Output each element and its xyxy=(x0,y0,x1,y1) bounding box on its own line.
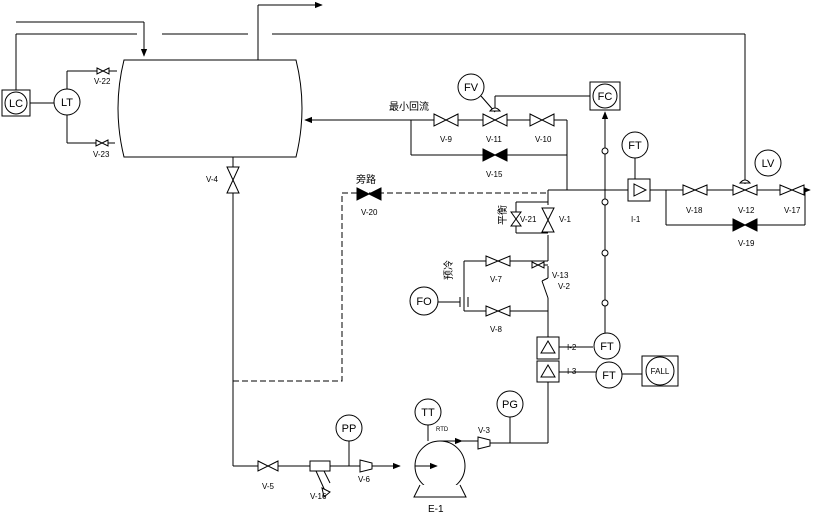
svg-text:FT: FT xyxy=(628,140,642,152)
fall-alarm: FALL xyxy=(641,355,679,387)
label-v21: V-21 xyxy=(520,215,537,224)
lc-controller: LC xyxy=(1,89,31,117)
label-v16: V-16 xyxy=(310,492,327,501)
check-valve-v2[interactable] xyxy=(541,266,549,299)
valve-v8[interactable] xyxy=(485,305,511,317)
svg-text:FV: FV xyxy=(464,82,479,94)
valve-v23[interactable] xyxy=(95,139,109,147)
label-e1: E-1 xyxy=(428,504,444,515)
svg-text:FC: FC xyxy=(598,91,613,103)
fv-actuator: FV xyxy=(457,73,496,113)
flow-element-i2 xyxy=(536,336,560,360)
note-min-return: 最小回流 xyxy=(389,100,429,113)
label-v11: V-11 xyxy=(486,135,502,144)
lv-actuator: LV xyxy=(754,149,782,177)
label-v18: V-18 xyxy=(686,206,703,215)
label-rtd: RTD xyxy=(436,427,449,433)
svg-text:FT: FT xyxy=(602,370,616,382)
label-v10: V-10 xyxy=(535,135,552,144)
signal-line-fc xyxy=(601,111,609,333)
flow-element-i3 xyxy=(536,360,560,383)
pump-e1 xyxy=(413,437,467,498)
label-v15: V-15 xyxy=(486,170,503,179)
label-v13: V-13 xyxy=(552,271,569,280)
label-i1: I-1 xyxy=(631,215,641,224)
label-v17: V-17 xyxy=(784,206,801,215)
label-v7: V-7 xyxy=(490,275,503,284)
valve-v1[interactable] xyxy=(541,207,555,233)
valve-v19[interactable] xyxy=(732,218,758,232)
note-bypass: 旁路 xyxy=(356,173,376,186)
valve-v15[interactable] xyxy=(482,148,508,162)
valve-v4[interactable] xyxy=(226,166,240,194)
fo-orifice: FO xyxy=(409,286,439,316)
svg-text:TT: TT xyxy=(421,407,435,419)
vessel-tank xyxy=(117,59,303,158)
valve-v20[interactable] xyxy=(356,187,382,201)
note-balance: 平衡 xyxy=(497,205,509,225)
svg-text:LC: LC xyxy=(9,98,23,110)
label-v23: V-23 xyxy=(93,150,110,159)
pp-gauge: PP xyxy=(335,414,363,466)
valve-v5[interactable] xyxy=(257,460,279,472)
label-v8: V-8 xyxy=(490,325,503,334)
discharge-line xyxy=(462,382,549,450)
label-v12: V-12 xyxy=(738,206,755,215)
valve-v17[interactable] xyxy=(779,184,805,196)
label-v3: V-3 xyxy=(478,426,491,435)
control-valve-v11[interactable] xyxy=(482,107,508,127)
svg-text:PP: PP xyxy=(342,423,357,435)
signal-line-top xyxy=(15,33,746,184)
ft-transmitter-3: FT xyxy=(595,361,623,389)
svg-text:FT: FT xyxy=(600,341,614,353)
svg-text:FALL: FALL xyxy=(651,367,670,376)
valve-v7[interactable] xyxy=(485,255,511,267)
label-v5: V-5 xyxy=(262,482,275,491)
label-v22: V-22 xyxy=(94,77,111,86)
flow-element-i1 xyxy=(627,178,651,202)
label-v9: V-9 xyxy=(440,135,453,144)
svg-text:LV: LV xyxy=(762,158,775,170)
label-v19: V-19 xyxy=(738,239,755,248)
svg-text:LT: LT xyxy=(61,97,73,109)
suction-line xyxy=(232,157,310,467)
bypass-line xyxy=(233,192,548,382)
label-v6: V-6 xyxy=(358,475,371,484)
valve-v22[interactable] xyxy=(96,67,110,75)
pg-gauge: PG xyxy=(496,390,524,443)
tt-sensor: TT xyxy=(414,398,442,441)
strainer-v16[interactable] xyxy=(309,460,331,498)
inlet-line xyxy=(16,21,148,57)
note-precool: 预冷 xyxy=(442,260,455,280)
svg-text:PG: PG xyxy=(502,399,518,411)
reducer-v6[interactable] xyxy=(359,459,373,473)
svg-text:FO: FO xyxy=(416,296,432,308)
valve-v9[interactable] xyxy=(433,113,459,127)
valve-v10[interactable] xyxy=(529,113,555,127)
lt-transmitter: LT xyxy=(53,88,81,116)
label-v2: V-2 xyxy=(558,282,571,291)
vapour-outlet-line xyxy=(257,1,323,60)
label-v4: V-4 xyxy=(206,175,219,184)
label-v20: V-20 xyxy=(361,208,378,217)
fc-controller: FC xyxy=(589,81,621,111)
valve-v18[interactable] xyxy=(682,184,708,196)
valve-v21[interactable] xyxy=(510,211,522,227)
valve-v13[interactable] xyxy=(531,261,548,269)
ft-transmitter-2: FT xyxy=(593,332,621,360)
label-v1: V-1 xyxy=(559,215,572,224)
ft-transmitter-top: FT xyxy=(621,131,649,179)
control-valve-v12[interactable] xyxy=(732,179,758,196)
